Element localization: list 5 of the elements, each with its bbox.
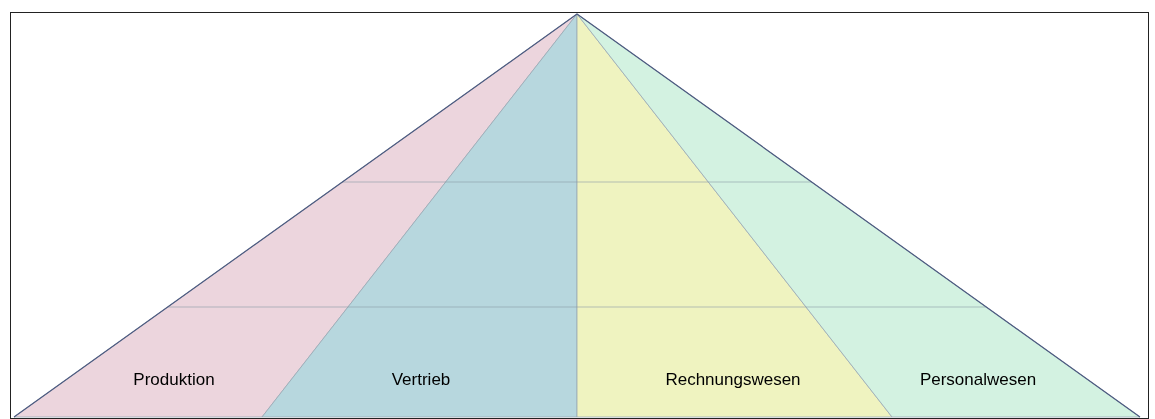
segment-label: Personalwesen <box>919 370 1037 390</box>
segment-label: Produktion <box>133 370 215 390</box>
segment-label: Vertrieb <box>391 370 451 390</box>
pyramid-segment <box>577 14 1140 417</box>
segment-label: Rechnungswesen <box>665 370 801 390</box>
